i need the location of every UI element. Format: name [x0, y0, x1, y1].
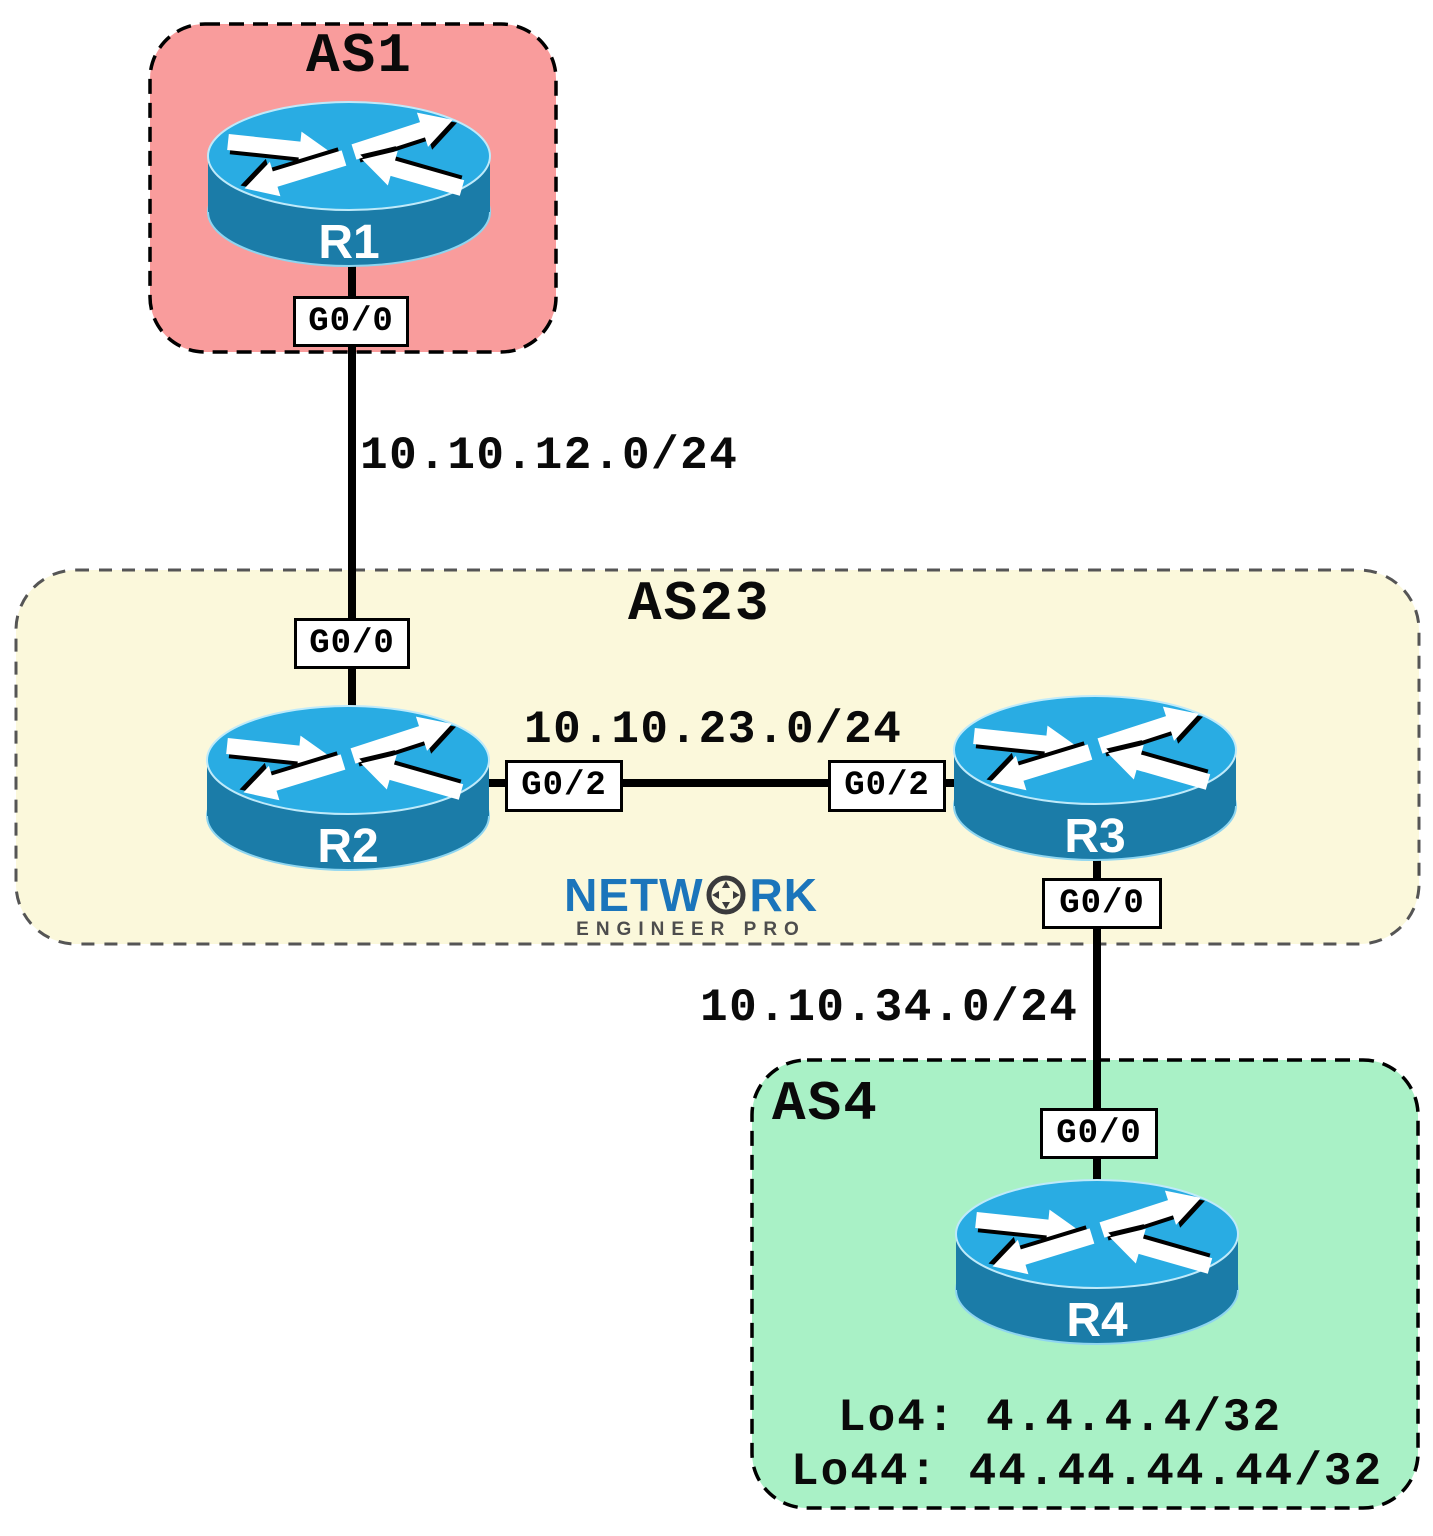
logo-word-end: RK — [749, 869, 818, 921]
as4-label: AS4 — [772, 1072, 879, 1136]
interface-box-r3-g02: G0/2 — [828, 760, 946, 812]
link-r1-r2 — [348, 260, 356, 708]
interface-label-r1-g00: G0/0 — [308, 302, 394, 341]
link-r3-r4 — [1093, 846, 1101, 1188]
router-icon-r1: R1 — [207, 101, 491, 269]
logo-router-o-icon — [706, 875, 746, 915]
interface-box-r2-g02: G0/2 — [505, 760, 623, 812]
logo-word-start: NETW — [564, 869, 704, 921]
loopback-label-lo44: Lo44: 44.44.44.44/32 — [791, 1446, 1384, 1498]
router-label-r4: R4 — [1066, 1294, 1128, 1347]
logo-subtitle: ENGINEER PRO — [576, 919, 806, 940]
interface-box-r3-g00: G0/0 — [1042, 878, 1162, 929]
router-label-r1: R1 — [318, 216, 379, 269]
interface-label-r2-g02: G0/2 — [521, 767, 607, 805]
interface-box-r4-g00: G0/0 — [1040, 1108, 1158, 1159]
router-icon-r3: R3 — [953, 695, 1237, 863]
interface-label-r3-g02: G0/2 — [844, 767, 930, 805]
as23-label: AS23 — [628, 572, 771, 636]
link-r2-r3 — [486, 779, 954, 787]
router-icon-r2: R2 — [206, 705, 490, 873]
router-icon-r4: R4 — [955, 1179, 1239, 1347]
as1-label: AS1 — [306, 24, 413, 88]
interface-label-r2-g00: G0/0 — [309, 624, 395, 663]
logo-wordmark: NETW RK — [556, 872, 826, 918]
router-label-r2: R2 — [317, 820, 378, 873]
interface-box-r2-g00: G0/0 — [294, 618, 410, 669]
interface-label-r4-g00: G0/0 — [1056, 1114, 1142, 1153]
loopback-label-lo4: Lo4: 4.4.4.4/32 — [838, 1392, 1283, 1444]
interface-box-r1-g00: G0/0 — [293, 296, 409, 347]
interface-label-r3-g00: G0/0 — [1059, 884, 1145, 923]
network-engineer-pro-logo: NETW RK ENGINEER PRO — [556, 872, 826, 941]
network-label-10-10-34: 10.10.34.0/24 — [700, 982, 1079, 1034]
router-label-r3: R3 — [1064, 810, 1125, 863]
network-label-10-10-12: 10.10.12.0/24 — [360, 430, 739, 482]
network-label-10-10-23: 10.10.23.0/24 — [524, 704, 903, 756]
